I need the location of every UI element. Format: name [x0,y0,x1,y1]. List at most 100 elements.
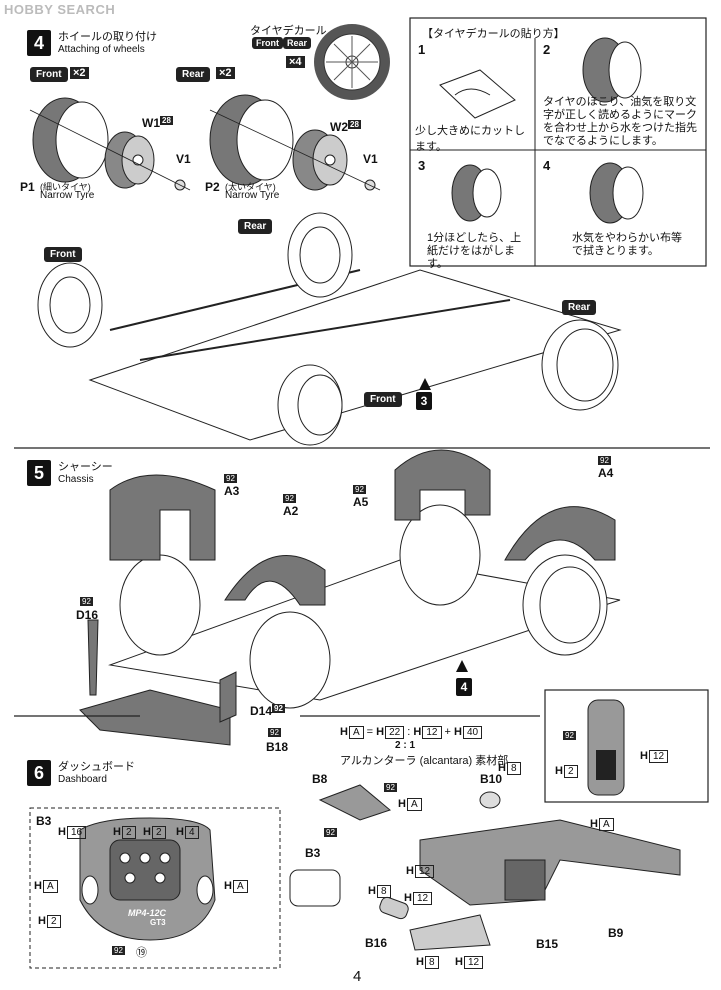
step4-title-jp: ホイールの取り付け [58,31,157,43]
b18-label: B18 [266,740,289,754]
step5-number: 5 [27,460,51,486]
rear-tag: Rear [176,67,211,82]
p2-jp: (太いタイヤ) [225,182,276,192]
a2-num: 92 [283,494,296,503]
display-callout [587,699,625,796]
p2-label: P2 [205,180,220,194]
part-b10 [479,791,501,809]
decal-step4-num: 4 [543,158,551,173]
front-wheel-w1 [29,109,191,191]
fender-a3 [109,474,216,561]
part-b8 [318,784,392,821]
decal-step1-num: 1 [418,42,426,57]
fender-a2 [224,555,326,606]
decal-rear-tag: Rear [283,37,312,49]
wheel-text: MP4-12C [128,908,167,918]
steering-wheel-large [79,817,216,941]
a5-label: A5 [353,495,369,509]
step4-number: 4 [27,30,51,56]
steering-wheel-small [289,869,341,907]
front-tag: Front [30,67,68,82]
step6-title-en: Dashboard [58,774,107,785]
chassis-front-left-tag: Front [44,247,82,262]
decal-step3-text: 1分ほどしたら、上紙だけをはがします。 [427,232,522,270]
d16-num: 92 [80,597,93,606]
paint-92-wheel: 92 [112,946,125,955]
part-b15 [409,914,491,951]
v1-label-a: V1 [176,152,191,166]
part-b16 [379,896,409,920]
rear-wheel-w2 [209,109,381,191]
p1-en: Narrow Tyre [40,190,95,201]
decal-step2-num: 2 [543,42,551,57]
decal-step1-sheet [439,69,516,119]
rear-qty: ×2 [216,67,235,79]
a5-num: 92 [353,485,366,494]
a4-label: A4 [598,466,614,480]
b3-small-label: B3 [305,846,321,860]
rear-tire-p2 [209,94,294,186]
step5-title-en: Chassis [58,474,94,485]
b8-num-b: 92 [324,828,337,837]
step4-ref-arrow [419,378,431,390]
decal-step3-num: 3 [418,158,426,173]
step4-chassis [37,212,622,446]
v1-label-b: V1 [363,152,378,166]
callout-92: 92 [563,731,576,740]
b16-label: B16 [365,936,388,950]
step6-title-jp: ダッシュボード [58,761,135,773]
decal-step1-text: 少し大きめにカットします。 [415,125,525,153]
a3-label: A3 [224,484,240,498]
b8-label: B8 [312,772,328,786]
a3-num: 92 [224,474,237,483]
a2-label: A2 [283,504,299,518]
fender-a5 [394,449,491,521]
b18-num: 92 [268,728,281,737]
page-number: 4 [353,968,362,985]
decal-step4-tire [589,162,644,224]
p1-label: P1 [20,180,35,194]
step5-chassis [108,504,621,709]
decal-qty: ×4 [286,56,305,68]
b3-large-label: B3 [36,814,52,828]
front-qty: ×2 [70,67,89,79]
decal-step2-text: タイヤのほこり、油気を取り文字が正しく読めるようにマークを合わせ上から水をつけた… [543,96,697,147]
decal-wheel-illustration [314,24,390,100]
paint-19: ⑲ [136,947,147,959]
step5-ref-arrow [456,660,468,672]
b15-label: B15 [536,937,559,951]
step5-title-jp: シャーシー [58,461,113,473]
b8-num: 92 [384,783,397,792]
b9-label: B9 [608,926,624,940]
color-ratio: 2 : 1 [395,740,416,751]
step5-ref-step: 4 [456,678,472,696]
p1-jp: (細いタイヤ) [40,182,91,192]
decal-guide-title: 【タイヤデカールの貼り方】 [422,28,565,40]
decal-step3-tire [451,164,502,222]
chassis-front-bottom-tag: Front [364,392,402,407]
tire-decal-title: タイヤデカール [250,25,327,37]
w2-label: W2 28 [330,120,361,134]
decal-front-tag: Front [252,37,283,49]
step6-number: 6 [27,760,51,786]
decal-step2-tire [582,37,642,103]
d16-label: D16 [76,608,99,622]
dashboard-b9 [419,819,681,906]
step4-ref-step: 3 [416,392,432,410]
chassis-rear-top-tag: Rear [238,219,273,234]
